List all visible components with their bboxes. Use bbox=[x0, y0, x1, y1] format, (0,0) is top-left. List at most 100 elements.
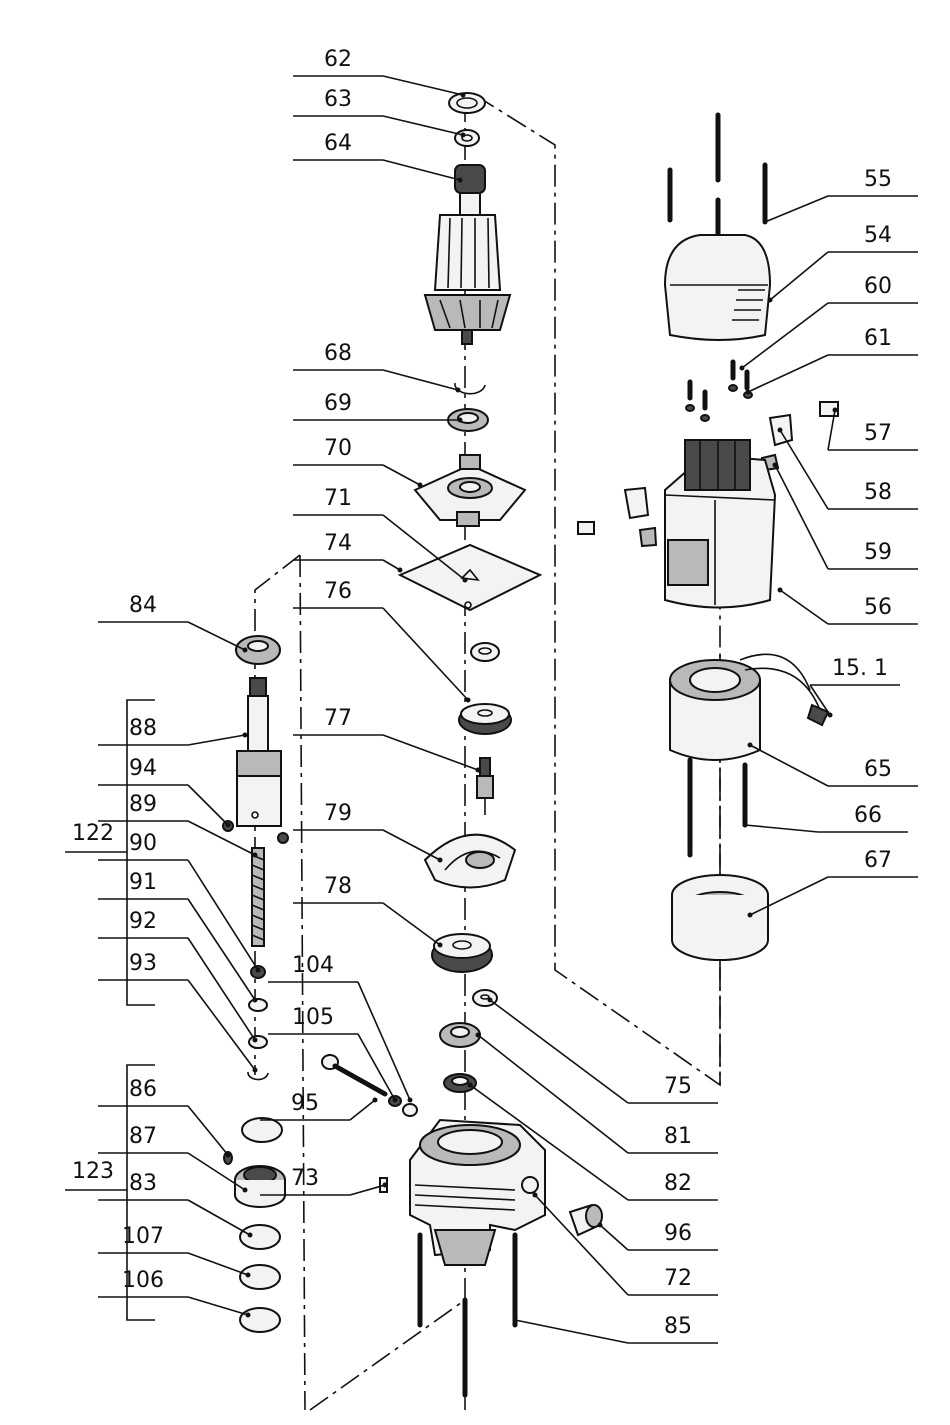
callout-91: 91 bbox=[98, 870, 258, 1003]
callout-anchor bbox=[243, 733, 248, 738]
callout-anchor bbox=[763, 220, 768, 225]
callout-15-1: 15. 1 bbox=[810, 656, 900, 718]
callout-66: 66 bbox=[743, 803, 909, 832]
callout-label: 55 bbox=[864, 167, 892, 192]
callout-leader bbox=[188, 1153, 245, 1190]
callout-leader bbox=[188, 622, 245, 650]
callout-label: 56 bbox=[864, 595, 892, 620]
callout-anchor bbox=[768, 298, 773, 303]
part-66-screws bbox=[690, 760, 745, 855]
callout-leader bbox=[383, 116, 463, 135]
callout-label: 92 bbox=[129, 909, 157, 934]
callout-anchor bbox=[253, 1038, 258, 1043]
part-ring-upper bbox=[242, 1118, 282, 1142]
callout-leader bbox=[770, 252, 828, 300]
callout-anchor bbox=[778, 588, 783, 593]
callout-leader bbox=[775, 465, 828, 569]
callout-64: 64 bbox=[293, 131, 463, 183]
group-label-123: 123 bbox=[72, 1159, 114, 1184]
callout-anchor bbox=[256, 968, 261, 973]
callout-anchor bbox=[748, 913, 753, 918]
callout-label: 86 bbox=[129, 1077, 157, 1102]
callout-anchor bbox=[468, 1083, 473, 1088]
callout-anchor bbox=[243, 1188, 248, 1193]
callout-leader bbox=[188, 1297, 248, 1315]
part-55-screws bbox=[670, 115, 765, 250]
callout-85: 85 bbox=[513, 1314, 719, 1343]
callout-74: 74 bbox=[293, 531, 403, 573]
callout-88: 88 bbox=[98, 716, 248, 745]
callout-label: 65 bbox=[864, 757, 892, 782]
callout-label: 88 bbox=[129, 716, 157, 741]
callout-label: 57 bbox=[864, 421, 892, 446]
callout-leader bbox=[515, 1320, 628, 1343]
callout-leader bbox=[350, 1100, 375, 1120]
part-107-ring bbox=[240, 1265, 280, 1289]
callout-label: 71 bbox=[324, 486, 352, 511]
callout-anchor bbox=[746, 390, 751, 395]
callout-label: 67 bbox=[864, 848, 892, 873]
part-83-ring bbox=[240, 1225, 280, 1249]
callout-leader bbox=[383, 608, 468, 700]
callout-anchor bbox=[476, 768, 481, 773]
part-76-gear bbox=[459, 704, 511, 734]
callout-anchor bbox=[828, 713, 833, 718]
callout-label: 70 bbox=[324, 436, 352, 461]
callout-label: 87 bbox=[129, 1124, 157, 1149]
callout-leader bbox=[188, 1106, 228, 1155]
callout-anchor bbox=[373, 1098, 378, 1103]
callout-62: 62 bbox=[293, 47, 466, 98]
callout-68: 68 bbox=[293, 341, 461, 393]
callout-leader bbox=[748, 355, 828, 392]
callout-92: 92 bbox=[98, 909, 258, 1043]
callout-leader bbox=[490, 1000, 628, 1103]
callout-79: 79 bbox=[293, 801, 443, 863]
callout-104: 104 bbox=[268, 953, 413, 1103]
callout-label: 63 bbox=[324, 87, 352, 112]
callout-label: 107 bbox=[122, 1224, 164, 1249]
part-88-spindle bbox=[237, 678, 281, 826]
callout-77: 77 bbox=[293, 706, 481, 773]
callout-anchor bbox=[383, 1183, 388, 1188]
group-label-layer: 122 123 bbox=[72, 821, 114, 1184]
callout-label: 84 bbox=[129, 593, 157, 618]
callout-leader bbox=[188, 735, 245, 745]
callout-anchor bbox=[408, 1098, 413, 1103]
callout-95: 95 bbox=[260, 1091, 378, 1120]
callout-anchor bbox=[246, 1313, 251, 1318]
group-label-122: 122 bbox=[72, 821, 114, 846]
callout-label: 89 bbox=[129, 792, 157, 817]
callout-anchor bbox=[748, 743, 753, 748]
callout-leader bbox=[745, 825, 818, 832]
callout-69: 69 bbox=[293, 391, 463, 423]
part-92-washer bbox=[249, 1036, 267, 1048]
callout-96: 96 bbox=[598, 1221, 719, 1250]
callout-label: 91 bbox=[129, 870, 157, 895]
part-106-ring bbox=[240, 1308, 280, 1332]
callout-label: 76 bbox=[324, 579, 352, 604]
callout-label: 85 bbox=[664, 1314, 692, 1339]
callout-anchor bbox=[418, 483, 423, 488]
callout-anchor bbox=[393, 1098, 398, 1103]
part-75-washer bbox=[473, 990, 497, 1006]
callout-anchor bbox=[488, 998, 493, 1003]
callout-59: 59 bbox=[773, 463, 919, 570]
part-93-circlip bbox=[248, 1072, 268, 1080]
callout-label: 74 bbox=[324, 531, 352, 556]
callout-anchor bbox=[456, 388, 461, 393]
callout-leader bbox=[780, 590, 828, 624]
callout-anchor bbox=[778, 428, 783, 433]
parts bbox=[223, 93, 838, 1395]
callout-70: 70 bbox=[293, 436, 423, 488]
callout-label: 62 bbox=[324, 47, 352, 72]
part-87-collet bbox=[235, 1166, 285, 1207]
part-74-gasket bbox=[400, 545, 540, 610]
callout-label: 90 bbox=[129, 831, 157, 856]
part-77-pinion bbox=[477, 758, 493, 815]
callout-leader bbox=[383, 160, 460, 180]
callout-leader bbox=[383, 465, 420, 485]
callout-78: 78 bbox=[293, 874, 443, 948]
callout-56: 56 bbox=[778, 588, 919, 625]
callout-leader bbox=[188, 785, 228, 825]
callout-label: 81 bbox=[664, 1124, 692, 1149]
